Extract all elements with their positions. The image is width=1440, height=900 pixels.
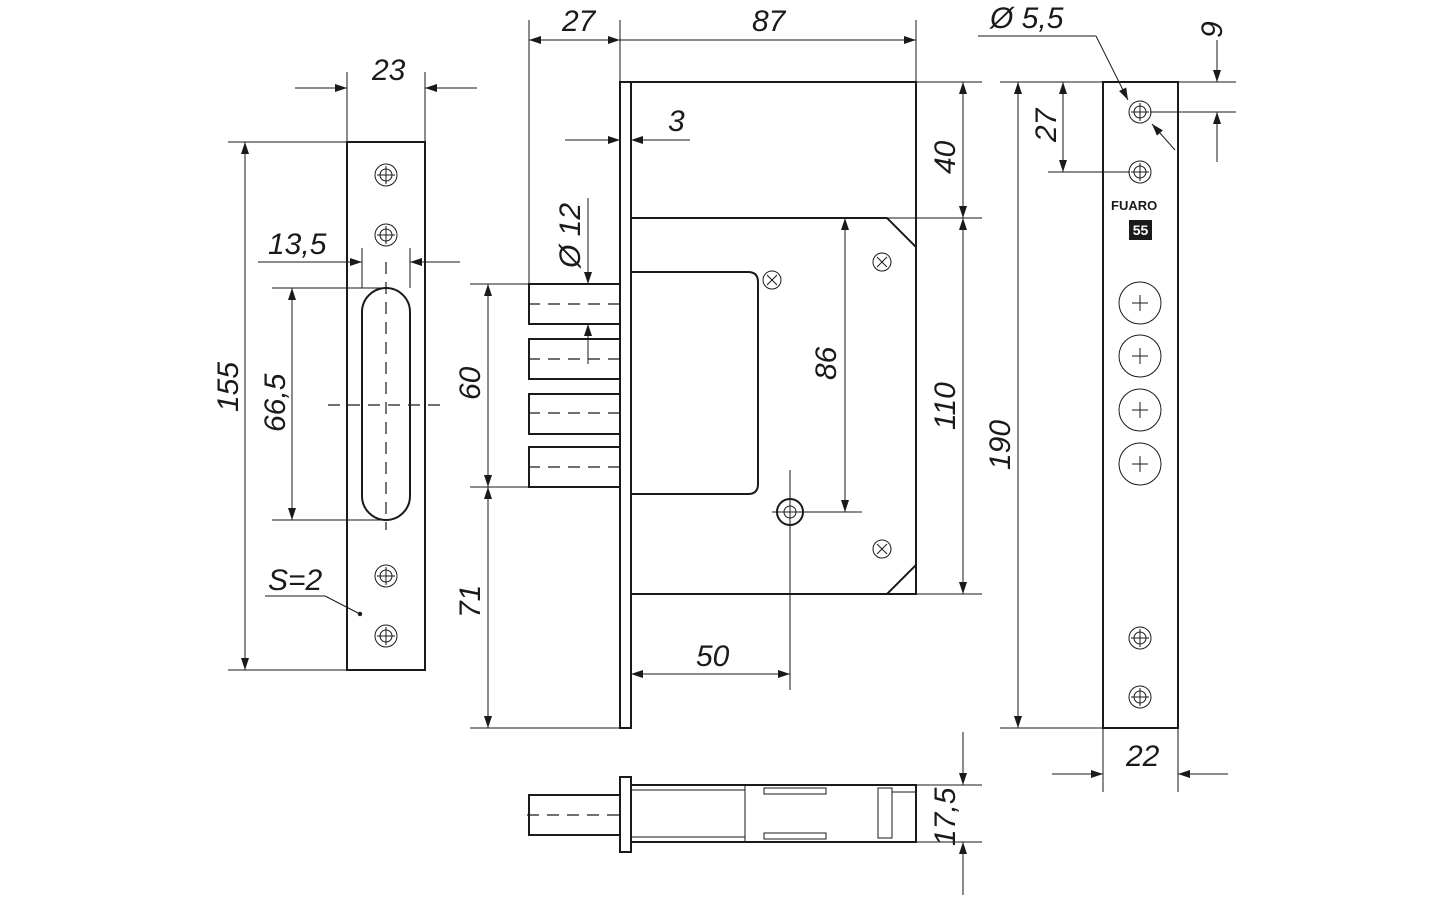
faceplate-brand: FUARO xyxy=(1111,198,1157,213)
lock-faceplate xyxy=(1102,81,1179,729)
dim-spindle-distance: 86 xyxy=(810,346,843,380)
faceplate-screw-hole-3 xyxy=(1128,626,1152,650)
lock-body-view: 27 87 3 Ø 12 60 71 50 86 xyxy=(454,5,982,729)
strike-screw-hole-2 xyxy=(374,223,398,247)
faceplate-screw-hole-2 xyxy=(1128,160,1152,184)
strike-plate xyxy=(346,141,426,671)
label-thickness: S=2 xyxy=(268,564,323,597)
dim-strike-height: 155 xyxy=(212,362,245,412)
dim-screw-diameter: Ø 5,5 xyxy=(989,2,1064,35)
dim-screw-spacing: 27 xyxy=(1030,107,1063,143)
lock-inner-plate xyxy=(630,217,917,595)
lock-faceplate-edge xyxy=(619,81,632,729)
dim-cylinder-distance: 50 xyxy=(696,640,730,673)
dim-top-offset: 40 xyxy=(929,140,962,174)
dim-bolt-diameter: Ø 12 xyxy=(554,203,587,269)
faceplate-view: FUARO 55 Ø 5,5 9 27 190 xyxy=(978,2,1236,792)
lock-screw-1 xyxy=(762,270,782,290)
dim-lower-offset: 71 xyxy=(454,585,487,618)
dim-slot-width: 13,5 xyxy=(268,228,327,261)
dim-bolts-span: 60 xyxy=(454,366,487,400)
dim-screw-top-offset: 9 xyxy=(1196,21,1229,38)
faceplate-badge: 55 xyxy=(1129,220,1152,240)
faceplate-screw-hole-4 xyxy=(1128,685,1152,709)
top-view-case xyxy=(630,784,917,843)
dim-slot-height: 66,5 xyxy=(259,373,292,432)
dim-faceplate-width: 22 xyxy=(1125,740,1160,773)
svg-text:55: 55 xyxy=(1133,222,1149,238)
dim-box-height: 110 xyxy=(929,382,962,430)
strike-plate-view: 23 155 13,5 66,5 S=2 xyxy=(212,54,477,671)
lock-screw-2 xyxy=(872,252,892,272)
dim-strike-width: 23 xyxy=(371,54,406,87)
faceplate-bolt-hole-4 xyxy=(1118,442,1162,486)
lock-top-view: 17,5 xyxy=(527,732,982,895)
dim-case-depth: 87 xyxy=(752,5,787,38)
dim-case-thickness: 17,5 xyxy=(929,787,962,846)
strike-screw-hole-1 xyxy=(374,163,398,187)
faceplate-bolt-hole-3 xyxy=(1118,388,1162,432)
dim-faceplate-offset: 3 xyxy=(668,105,685,138)
strike-screw-hole-3 xyxy=(374,564,398,588)
faceplate-screw-hole-1 xyxy=(1128,100,1152,124)
lock-bolt-3 xyxy=(528,393,621,435)
faceplate-bolt-hole-2 xyxy=(1118,334,1162,378)
dim-backset: 27 xyxy=(561,5,597,38)
strike-screw-hole-4 xyxy=(374,624,398,648)
dim-faceplate-height: 190 xyxy=(984,420,1017,470)
faceplate-bolt-hole-1 xyxy=(1118,281,1162,325)
lock-screw-3 xyxy=(872,539,892,559)
top-view-faceplate xyxy=(619,776,632,853)
